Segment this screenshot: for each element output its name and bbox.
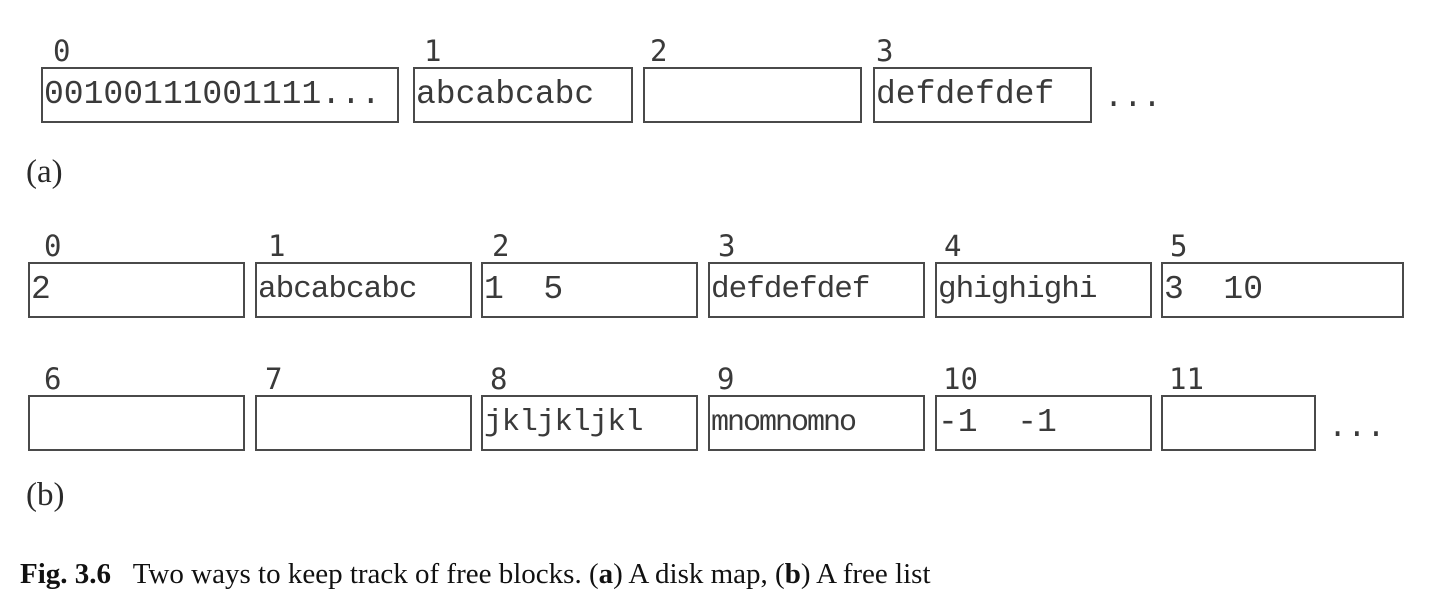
free-block xyxy=(1161,395,1316,451)
data-block: mnomnomno xyxy=(708,395,925,451)
block-index-label: 5 xyxy=(1170,229,1188,263)
caption-text: Two ways to keep track of free blocks. ( xyxy=(132,558,599,590)
block-index-label: 0 xyxy=(44,229,62,263)
part-label-b: (b) xyxy=(26,477,65,513)
block-index-label: 9 xyxy=(717,362,735,396)
figure-caption: Fig. 3.6 Two ways to keep track of free … xyxy=(20,557,931,591)
block-index-label: 8 xyxy=(490,362,508,396)
block-index-label: 10 xyxy=(943,362,978,396)
free-list-head-block: 2 xyxy=(28,262,245,318)
block-content: abcabcabc xyxy=(416,76,595,113)
disk-map-block: 00100111001111... xyxy=(41,67,399,123)
block-index-label: 1 xyxy=(424,34,442,68)
data-block: abcabcabc xyxy=(255,262,472,318)
block-content: mnomnomno xyxy=(711,406,857,440)
block-index-label: 1 xyxy=(268,229,286,263)
free-block: 1 5 xyxy=(481,262,698,318)
block-content: defdefdef xyxy=(876,76,1055,113)
block-content: 00100111001111... xyxy=(44,76,381,113)
part-label-a: (a) xyxy=(26,154,63,190)
block-content: 3 10 xyxy=(1164,271,1264,308)
caption-text: ) A free list xyxy=(800,558,931,590)
block-index-label: 3 xyxy=(718,229,736,263)
data-block: defdefdef xyxy=(708,262,925,318)
block-content: jkljkljkl xyxy=(484,405,643,440)
ellipsis: ... xyxy=(1104,79,1162,116)
block-content: defdefdef xyxy=(711,272,870,307)
caption-part-b-letter: b xyxy=(784,558,801,590)
free-block xyxy=(28,395,245,451)
block-index-label: 6 xyxy=(44,362,62,396)
free-block xyxy=(255,395,472,451)
data-block: abcabcabc xyxy=(413,67,633,123)
block-index-label: 2 xyxy=(650,34,668,68)
caption-part-a-letter: a xyxy=(598,558,614,590)
block-content: abcabcabc xyxy=(258,272,417,307)
block-index-label: 7 xyxy=(265,362,283,396)
block-content: ghighighi xyxy=(938,272,1097,307)
free-block xyxy=(643,67,862,123)
block-index-label: 11 xyxy=(1169,362,1204,396)
block-index-label: 4 xyxy=(944,229,962,263)
ellipsis: ... xyxy=(1328,409,1386,446)
data-block: jkljkljkl xyxy=(481,395,698,451)
data-block: ghighighi xyxy=(935,262,1152,318)
data-block: defdefdef xyxy=(873,67,1092,123)
block-index-label: 0 xyxy=(53,34,71,68)
caption-text: ) A disk map, ( xyxy=(613,558,785,590)
block-content: 2 xyxy=(31,271,51,308)
block-content: -1 -1 xyxy=(938,404,1057,441)
free-block: -1 -1 xyxy=(935,395,1152,451)
block-index-label: 2 xyxy=(492,229,510,263)
free-block: 3 10 xyxy=(1161,262,1404,318)
block-content: 1 5 xyxy=(484,271,564,308)
block-index-label: 3 xyxy=(876,34,894,68)
figure-number: Fig. 3.6 xyxy=(20,558,112,590)
